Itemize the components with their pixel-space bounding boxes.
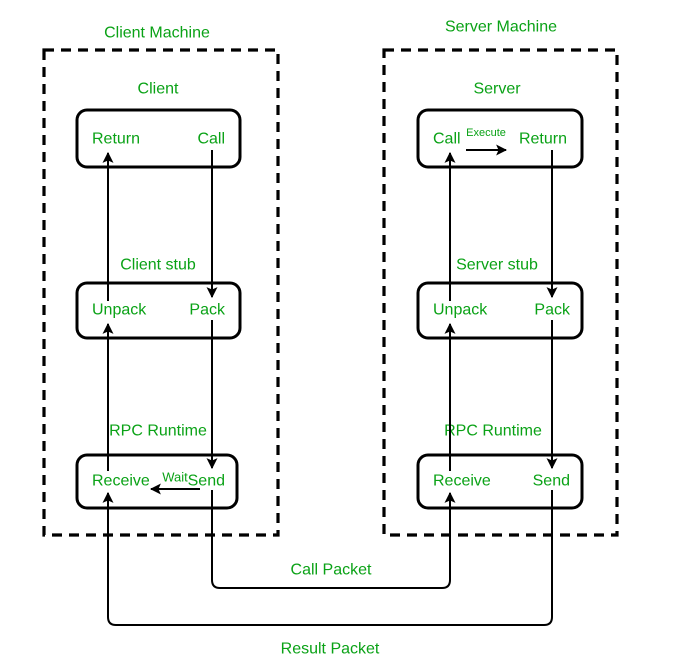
network-connections: Call Packet Result Packet: [102, 490, 553, 658]
client-unpack-label: Unpack: [92, 302, 147, 319]
server-stub-box: [416, 281, 584, 340]
server-box: [416, 108, 584, 169]
client-runtime-box: [75, 453, 239, 510]
client-wait-label: Wait: [162, 470, 188, 485]
server-stub-label: Server stub: [456, 257, 538, 274]
server-call-label: Call: [433, 131, 461, 148]
client-send-label: Send: [188, 473, 225, 490]
client-runtime-label: RPC Runtime: [109, 423, 207, 440]
server-unpack-label: Unpack: [433, 302, 488, 319]
client-return-label: Return: [92, 131, 140, 148]
client-machine: Client Machine Client Return Call Client…: [42, 25, 280, 537]
result-packet-label: Result Packet: [281, 641, 380, 658]
client-stub-label: Client stub: [120, 257, 196, 274]
client-machine-boundary: [42, 48, 280, 537]
server-runtime-box: [416, 453, 584, 510]
server-send-label: Send: [533, 473, 570, 490]
call-packet-label: Call Packet: [291, 562, 372, 579]
server-machine: Server Machine Server Call Return Execut…: [382, 19, 619, 537]
call-packet-path: [211, 490, 456, 589]
execute-label: Execute: [466, 127, 506, 139]
client-machine-title: Client Machine: [104, 25, 210, 42]
client-receive-label: Receive: [92, 473, 150, 490]
server-runtime-label: RPC Runtime: [444, 423, 542, 440]
client-label: Client: [138, 81, 179, 98]
client-pack-label: Pack: [189, 302, 226, 319]
server-label: Server: [473, 81, 521, 98]
result-packet-path: [102, 490, 553, 626]
client-stub-box: [75, 281, 242, 340]
client-box: [75, 108, 242, 169]
server-pack-label: Pack: [534, 302, 571, 319]
client-call-label: Call: [197, 131, 225, 148]
server-machine-boundary: [382, 48, 619, 537]
server-return-label: Return: [519, 131, 567, 148]
server-receive-label: Receive: [433, 473, 491, 490]
server-machine-title: Server Machine: [445, 19, 557, 36]
